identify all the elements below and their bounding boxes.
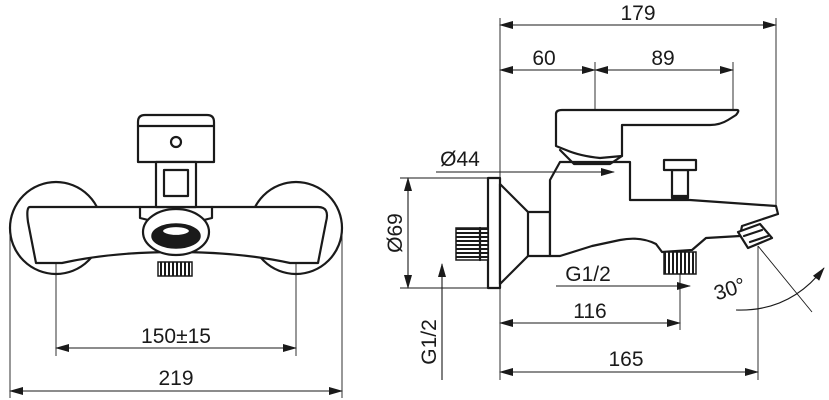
aerator-lines: [742, 228, 770, 244]
angle-ray: [757, 245, 813, 313]
diverter-knob-inner: [160, 224, 192, 238]
mixer-body-side: [548, 160, 780, 258]
dim-label-inlet-thread: G1/2: [418, 319, 441, 365]
lever-side: [554, 108, 740, 160]
outlet-thread-front: [157, 261, 193, 277]
inlet-thread-side: [455, 227, 489, 261]
dim-label-escutcheon: Ø44: [440, 148, 480, 171]
dim-label-flange: Ø69: [384, 213, 407, 253]
dim-label-centers: 150±15: [141, 325, 211, 348]
diverter-cap-side: [662, 158, 698, 172]
diverter-stem-side: [670, 168, 690, 200]
wall-flange-side: [486, 176, 502, 290]
dim-label-spout-reach: 165: [608, 348, 643, 371]
dim-label-overall-width: 219: [158, 367, 193, 390]
front-view: 150±15 219: [8, 113, 344, 398]
dim-label-lever-length: 89: [651, 47, 674, 70]
dim-label-outlet-thread: G1/2: [565, 263, 611, 286]
dim-label-spout-angle: 30°: [711, 274, 748, 306]
angle-arc: [735, 267, 825, 311]
side-view: 179 60 89 Ø44 Ø69 G1/2 G1/2 116 165: [384, 2, 825, 380]
lever-indicator-dot: [169, 135, 183, 149]
escutcheon-cone: [498, 182, 552, 286]
outlet-thread-side: [663, 251, 697, 275]
spout-aerator: [736, 222, 774, 250]
dim-label-lever-offset: 60: [532, 47, 555, 70]
dim-label-depth: 179: [620, 2, 655, 25]
cartridge-ring-front: [162, 168, 190, 198]
dim-label-outlet-depth: 116: [573, 300, 606, 323]
lever-side-lower: [558, 148, 624, 166]
